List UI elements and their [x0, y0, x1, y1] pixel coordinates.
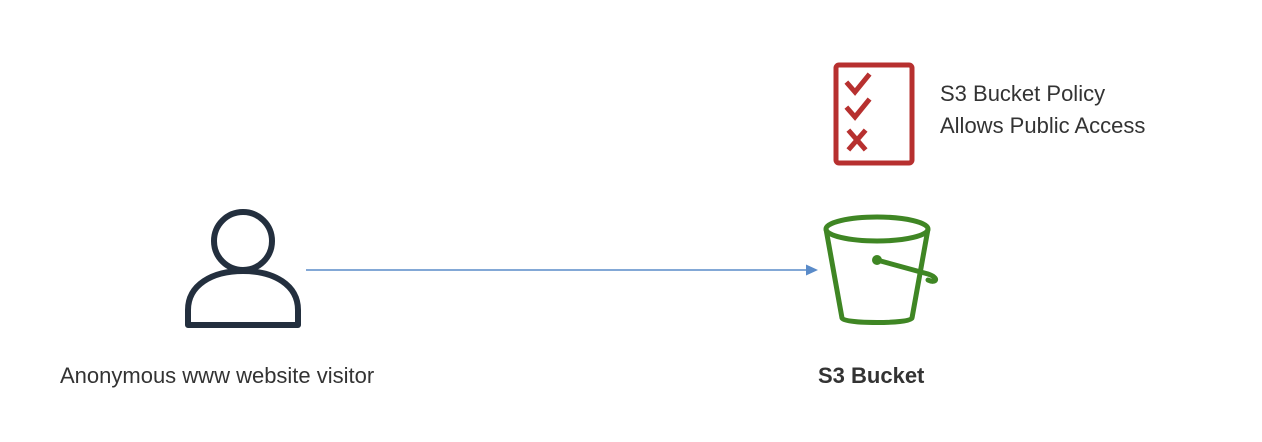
visitor-label: Anonymous www website visitor	[60, 363, 375, 388]
policy-line-2: Allows Public Access	[940, 113, 1146, 138]
s3-bucket-icon	[818, 212, 948, 332]
policy-text: S3 Bucket Policy Allows Public Access	[940, 78, 1145, 142]
request-arrow	[300, 260, 820, 280]
user-icon	[180, 205, 310, 331]
policy-checklist-icon	[830, 60, 920, 170]
policy-line-1: S3 Bucket Policy	[940, 81, 1106, 106]
bucket-label: S3 Bucket	[818, 363, 925, 388]
